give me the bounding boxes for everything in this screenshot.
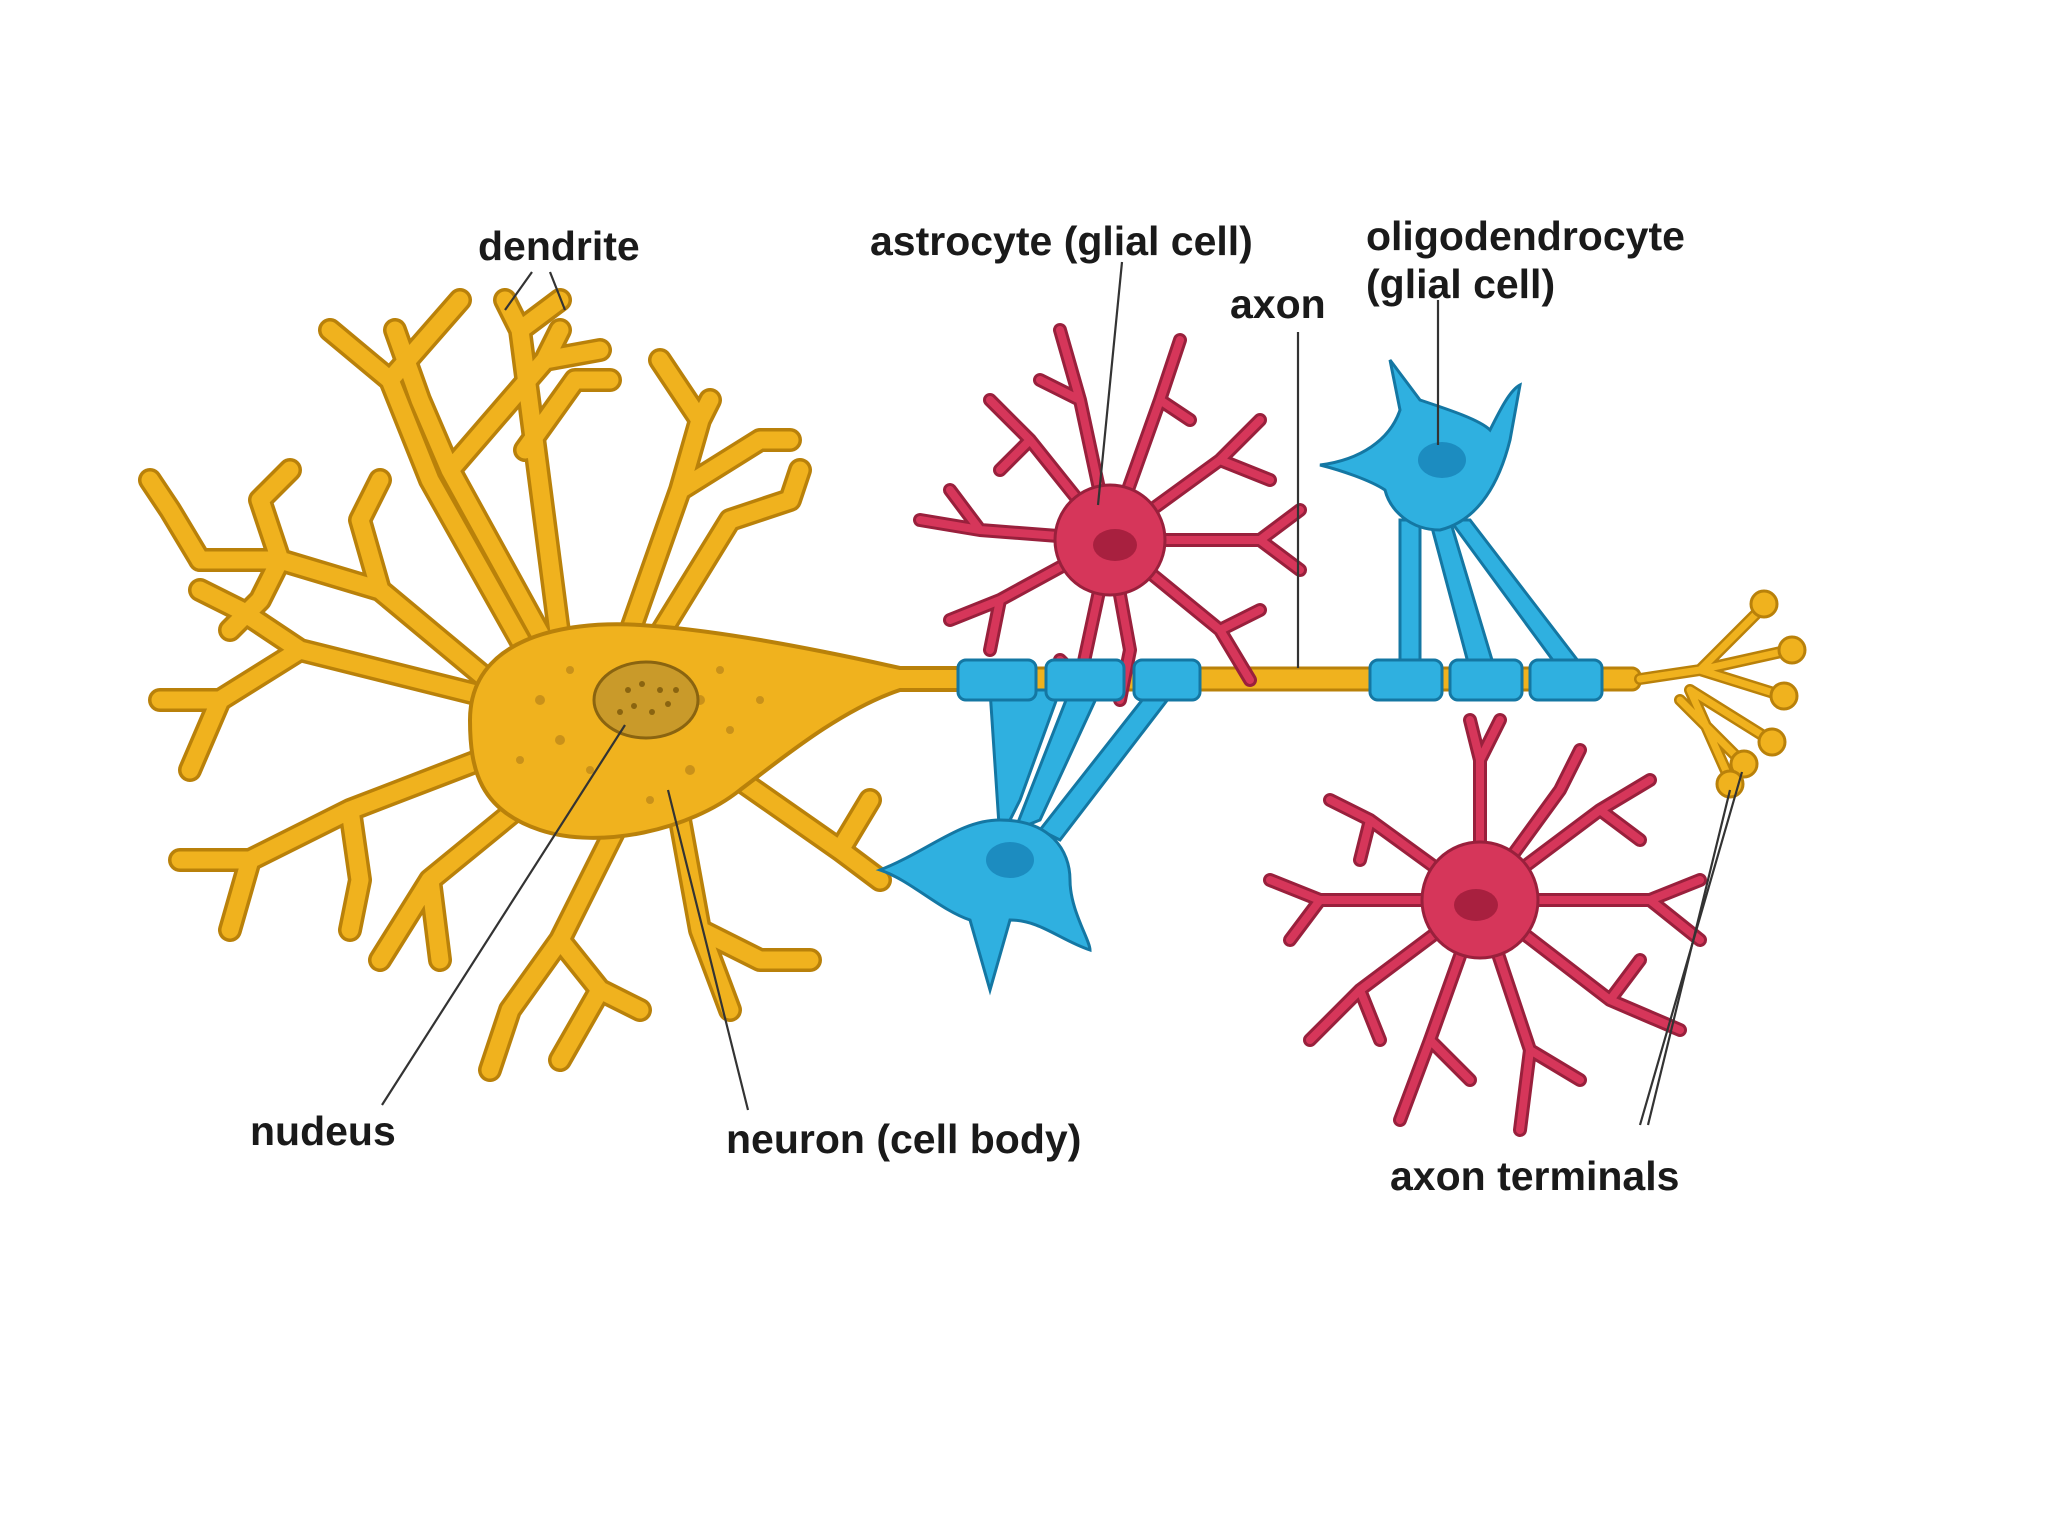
myelin-sheath: [1368, 658, 1444, 702]
leader-lines: [381, 261, 1744, 1126]
leader-dendrite-1: [504, 271, 533, 311]
label-cell-body: neuron (cell body): [726, 1116, 1081, 1162]
nucleus-texture: [617, 681, 679, 715]
label-axon-terminals: axon terminals: [1390, 1153, 1679, 1199]
dendrites: [141, 291, 889, 1079]
label-dendrite: dendrite: [478, 223, 640, 269]
leader-astrocyte: [1096, 261, 1124, 506]
oligodendrocyte-left: [875, 658, 1202, 996]
astrocyte-nucleus: [1454, 889, 1498, 921]
label-nucleus: nudeus: [250, 1108, 396, 1154]
organelles: [516, 666, 764, 804]
myelin-sheath: [956, 658, 1038, 702]
nucleus: [592, 660, 700, 740]
oligodendrocyte-nucleus: [1418, 442, 1466, 478]
axon-terminal-bulb: [1749, 589, 1779, 619]
oligodendrocyte-right: [1319, 359, 1604, 702]
label-oligodendrocyte-line1: oligodendrocyte: [1366, 213, 1685, 259]
myelin-sheath: [1448, 658, 1524, 702]
cell-body: [467, 622, 962, 840]
oligodendrocyte-nucleus: [986, 842, 1034, 878]
myelin-sheath: [1528, 658, 1604, 702]
axon-terminal-bulb: [1769, 681, 1799, 711]
leader-dendrite-2: [548, 271, 567, 311]
label-axon: axon: [1230, 281, 1326, 327]
leader-nucleus: [381, 724, 626, 1106]
axon-terminal-bulb: [1777, 635, 1807, 665]
astrocyte-nucleus: [1093, 529, 1137, 561]
astrocyte-top: [913, 323, 1307, 707]
axon-terminal-bulb: [1757, 727, 1787, 757]
label-oligodendrocyte-line2: (glial cell): [1366, 261, 1555, 307]
myelin-sheaths-left: [956, 658, 1202, 702]
leader-cell-body: [666, 789, 750, 1111]
myelin-sheath: [1044, 658, 1126, 702]
neuron: [138, 288, 1807, 1082]
leader-terminals-2: [1646, 789, 1732, 1126]
axon-terminals: [1634, 589, 1807, 799]
label-astrocyte: astrocyte (glial cell): [870, 218, 1253, 264]
astrocyte-bottom: [1263, 713, 1707, 1137]
axon-terminal-bulb: [1729, 749, 1759, 779]
myelin-sheath: [1132, 658, 1202, 702]
myelin-sheaths-right: [1368, 658, 1604, 702]
